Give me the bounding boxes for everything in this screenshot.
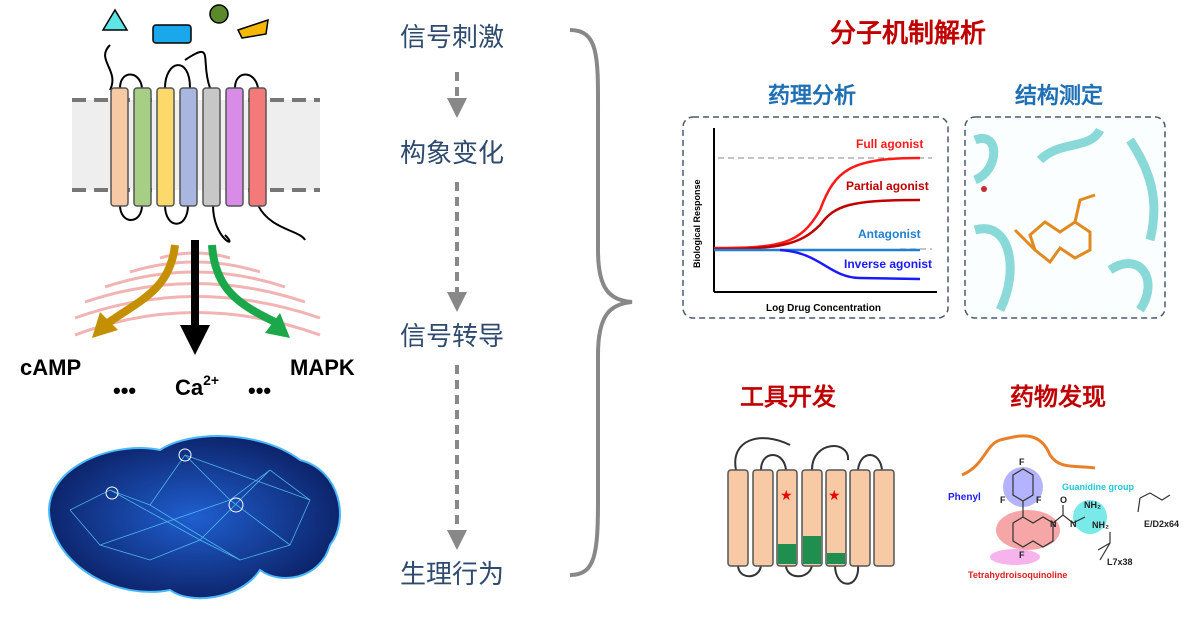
receptor [104, 44, 306, 243]
svg-text:★: ★ [780, 488, 793, 504]
structure-title: 结构测定 [1015, 83, 1103, 109]
atom-nh2-top: NH₂ [1084, 500, 1101, 510]
svg-text:★: ★ [828, 488, 841, 504]
drug-molecule-diagram: F F F F O N N NH₂ NH₂ Phenyl Guanidine g… [948, 434, 1179, 580]
full-agonist-label: Full agonist [856, 137, 923, 151]
drug-discovery-title: 药物发现 [1010, 383, 1106, 411]
brain-network-image [48, 435, 341, 600]
mapk-label: MAPK [290, 355, 355, 380]
partial-agonist-curve [713, 198, 921, 251]
ellipsis-left: ••• [113, 378, 136, 403]
tool-development-title: 工具开发 [740, 383, 836, 411]
signal-arrows [92, 240, 290, 355]
atom-f-left: F [1000, 495, 1006, 505]
guanidine-label: Guanidine group [1062, 482, 1134, 492]
inverse-agonist-label: Inverse agonist [844, 257, 932, 271]
pharmacology-title: 药理分析 [768, 84, 856, 109]
residue-e-d2x64-label: E/D2x64 [1144, 519, 1179, 529]
ellipsis-right: ••• [248, 378, 271, 403]
partial-agonist-label: Partial agonist [846, 179, 929, 193]
y-axis-label: Biological Response [692, 179, 702, 268]
atom-f-bottom: F [1019, 550, 1025, 560]
step-conformation-change: 构象变化 [400, 139, 504, 169]
inverse-agonist-curve [779, 248, 921, 281]
calcium-label: Ca2+ [175, 372, 219, 400]
atom-n-imine: N [1070, 519, 1077, 529]
molecular-mechanism-title: 分子机制解析 [830, 19, 986, 49]
crystal-structure-image [964, 116, 1166, 319]
atom-n-ring: N [1050, 519, 1057, 529]
step-signal-transduction: 信号转导 [400, 322, 504, 352]
antagonist-label: Antagonist [858, 227, 921, 241]
pharmacology-chart: Full agonist Partial agonist Antagonist … [682, 116, 949, 319]
phenyl-label: Phenyl [948, 492, 981, 503]
x-axis-label: Log Drug Concentration [766, 303, 881, 314]
residue-l7x38-label: L7x38 [1107, 557, 1133, 567]
ligands [101, 4, 269, 44]
atom-f-right: F [1036, 495, 1042, 505]
step-physiological-behavior: 生理行为 [400, 560, 504, 590]
engineered-receptor: ★ ★ [727, 437, 895, 585]
step-signal-stimulus: 信号刺激 [400, 23, 504, 53]
atom-f-top: F [1019, 457, 1025, 467]
atom-o: O [1060, 495, 1067, 505]
atom-nh2-bottom: NH₂ [1092, 520, 1109, 530]
camp-label: cAMP [20, 355, 81, 380]
curly-brace [569, 28, 633, 577]
tm-helices [110, 87, 267, 207]
thiq-label: Tetrahydroisoquinoline [968, 570, 1067, 580]
